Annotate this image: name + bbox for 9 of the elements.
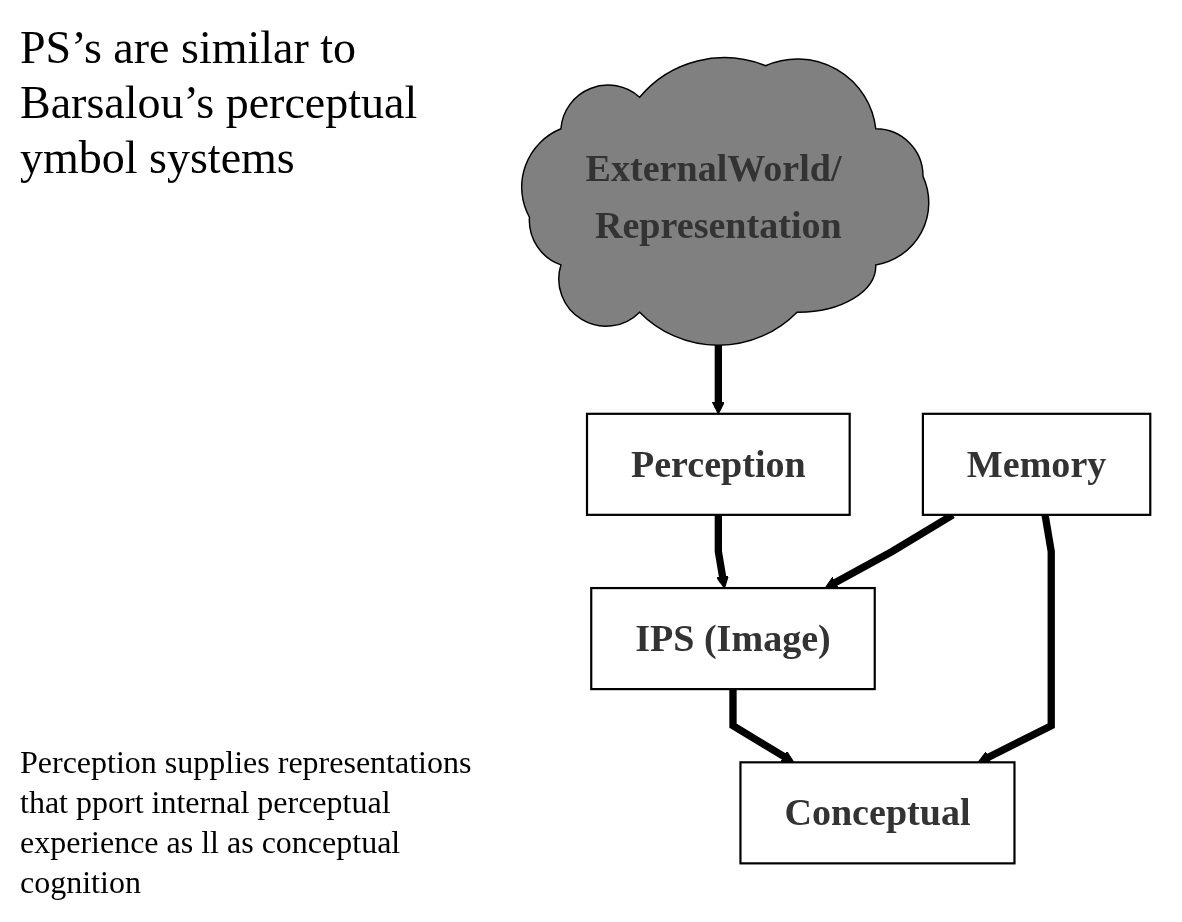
- node-box: Perception: [585, 413, 851, 517]
- note-text: Perception supplies representations that pport internal perceptual experience as ll as conceptual cognition: [20, 743, 473, 902]
- node-box: IPS (Image): [590, 587, 876, 691]
- slide-title: PS’s are similar to Barsalou’s perceptual ymbol systems: [20, 21, 419, 186]
- arrow: [977, 514, 1055, 764]
- arrow: [714, 515, 729, 590]
- node-box: Memory: [921, 413, 1152, 517]
- arrow: [729, 689, 795, 764]
- node-box: Conceptual: [739, 761, 1016, 865]
